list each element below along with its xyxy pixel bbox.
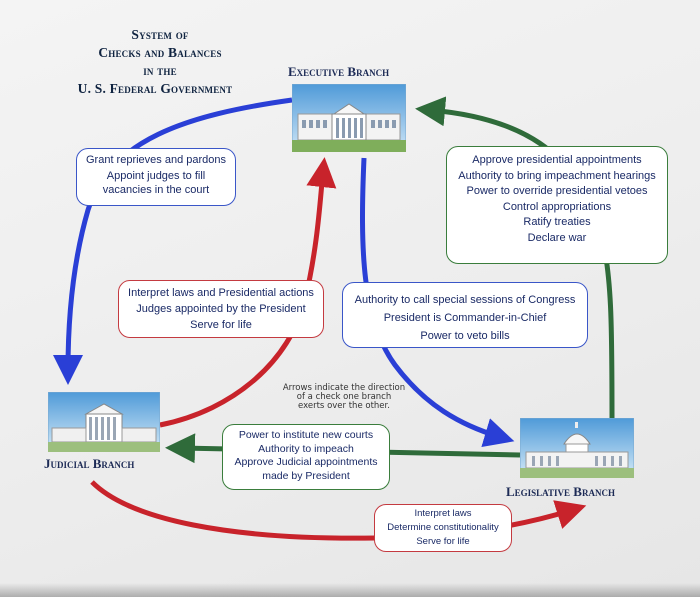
- box-line: Authority to impeach: [258, 442, 354, 455]
- box-line: Power to institute new courts: [238, 429, 374, 441]
- box-line: Authority to call special sessions of Co…: [354, 294, 576, 306]
- box-line: Appoint judges to fill: [106, 170, 206, 182]
- box-line: Determine constitutionality: [387, 522, 499, 533]
- note-line: exerts over the other.: [298, 401, 390, 411]
- box-line: Approve presidential appointments: [472, 154, 642, 166]
- box-judicial-to-exec: Interpret laws and Presidential actions …: [118, 280, 324, 338]
- note-line: Arrows indicate the direction: [282, 383, 406, 393]
- note-line: of a check one branch: [296, 392, 392, 402]
- box-line: Serve for life: [416, 536, 470, 547]
- box-exec-to-leg: Authority to call special sessions of Co…: [342, 282, 588, 348]
- box-leg-to-exec: Approve presidential appointments Author…: [446, 146, 668, 264]
- title-line-1: System of: [131, 27, 189, 42]
- title-line-4: U. S. Federal Government: [77, 81, 233, 96]
- diagram-title: System of Checks and Balances in the U. …: [60, 26, 260, 98]
- photo-edge-shadow: [0, 583, 700, 597]
- box-line: Judges appointed by the President: [136, 303, 306, 315]
- box-line: Interpret laws and Presidential actions: [128, 287, 314, 299]
- box-line: Power to override presidential vetoes: [466, 185, 648, 197]
- box-line: Grant reprieves and pardons: [85, 154, 227, 166]
- executive-branch-label: Executive Branch: [288, 64, 390, 79]
- arrow-direction-note: Arrows indicate the direction of a check…: [274, 384, 414, 411]
- title-line-3: in the: [143, 63, 177, 78]
- box-exec-to-judicial: Grant reprieves and pardons Appoint judg…: [76, 148, 236, 206]
- box-line: vacancies in the court: [102, 184, 210, 196]
- box-line: Control appropriations: [502, 200, 612, 213]
- box-line: Authority to bring impeachment hearings: [458, 169, 656, 182]
- supreme-court-icon: [48, 392, 160, 452]
- box-line: made by President: [262, 469, 350, 482]
- box-line: Ratify treaties: [523, 216, 591, 228]
- box-line: Approve Judicial appointments: [234, 456, 378, 468]
- box-line: Interpret laws: [414, 508, 472, 519]
- box-line: Power to veto bills: [420, 330, 510, 342]
- box-line: Serve for life: [190, 319, 252, 331]
- legislative-branch-label: Legislative Branch: [506, 484, 615, 499]
- white-house-icon: [292, 84, 406, 152]
- box-leg-to-judicial: Power to institute new courts Authority …: [222, 424, 390, 490]
- capitol-icon: [520, 418, 634, 478]
- arrow-exec-to-legislative: [360, 157, 515, 448]
- title-line-2: Checks and Balances: [98, 45, 222, 60]
- judicial-branch-label: Judicial Branch: [44, 456, 135, 471]
- box-line: President is Commander-in-Chief: [383, 312, 547, 324]
- box-judicial-to-leg: Interpret laws Determine constitutionali…: [374, 504, 512, 552]
- box-line: Declare war: [527, 231, 587, 244]
